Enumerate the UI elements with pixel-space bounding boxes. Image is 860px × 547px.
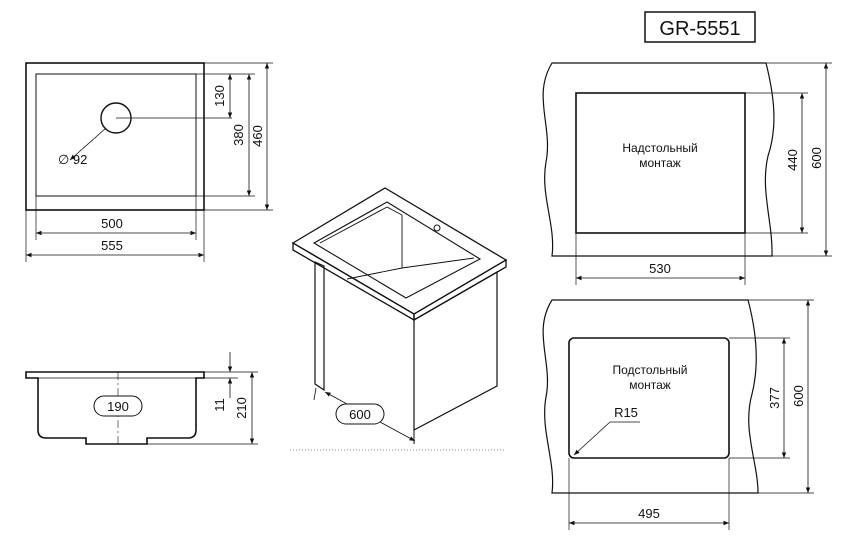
- overmount-counter-depth-label: 600: [809, 147, 824, 169]
- overmount-cutout: [575, 92, 746, 234]
- cabinet-width-badge: [335, 403, 385, 425]
- undermount-counter-depth-label: 600: [791, 385, 806, 407]
- undermount-label-line2: монтаж: [629, 378, 671, 392]
- side-view: 190 11 210: [25, 352, 258, 445]
- undermount-label-line1: Подстольный: [612, 363, 687, 377]
- outer-width-label: 555: [101, 238, 123, 253]
- undermount-cutout: [568, 337, 730, 459]
- overmount-label-line2: монтаж: [639, 156, 681, 170]
- overmount-depth-label: 440: [785, 149, 800, 171]
- undermount-depth-label: 377: [767, 387, 782, 409]
- countertop-undermount: [542, 299, 759, 494]
- drain-diameter-label: ∅ 92: [58, 152, 87, 167]
- drain-spacing-label: 190: [107, 399, 129, 414]
- drain-spacing-badge: [93, 395, 143, 417]
- cabinet-front-panel: [413, 270, 498, 431]
- inner-width-label: 500: [101, 216, 123, 231]
- cabinet-3d-view: 600: [290, 187, 508, 451]
- overmount-label-line1: Надстольный: [622, 141, 697, 155]
- total-height-label: 210: [234, 397, 249, 419]
- overmount-view: Надстольный монтаж 530 440 600: [542, 62, 832, 285]
- drain-offset-label: 130: [212, 85, 227, 107]
- cabinet-width-label: 600: [349, 407, 371, 422]
- inner-depth-label: 380: [231, 124, 246, 146]
- cabinet-left-panel: [314, 261, 325, 392]
- rim-height-label: 11: [212, 398, 227, 412]
- undermount-view: Подстольный монтаж R15 495 377 600: [542, 299, 814, 530]
- sink-bowl-3d: [312, 201, 482, 299]
- corner-radius-label: R15: [614, 405, 638, 420]
- top-view: ∅ 92 500 555 130 380 460: [25, 62, 273, 262]
- countertop: [291, 187, 508, 315]
- undermount-width-label: 495: [638, 506, 660, 521]
- overmount-width-label: 530: [649, 261, 671, 276]
- bowl-outline: [35, 73, 197, 197]
- model-number: GR-5551: [659, 18, 740, 40]
- model-label: GR-5551: [644, 11, 756, 43]
- outer-depth-label: 460: [250, 125, 265, 147]
- sink-outline: [25, 62, 205, 211]
